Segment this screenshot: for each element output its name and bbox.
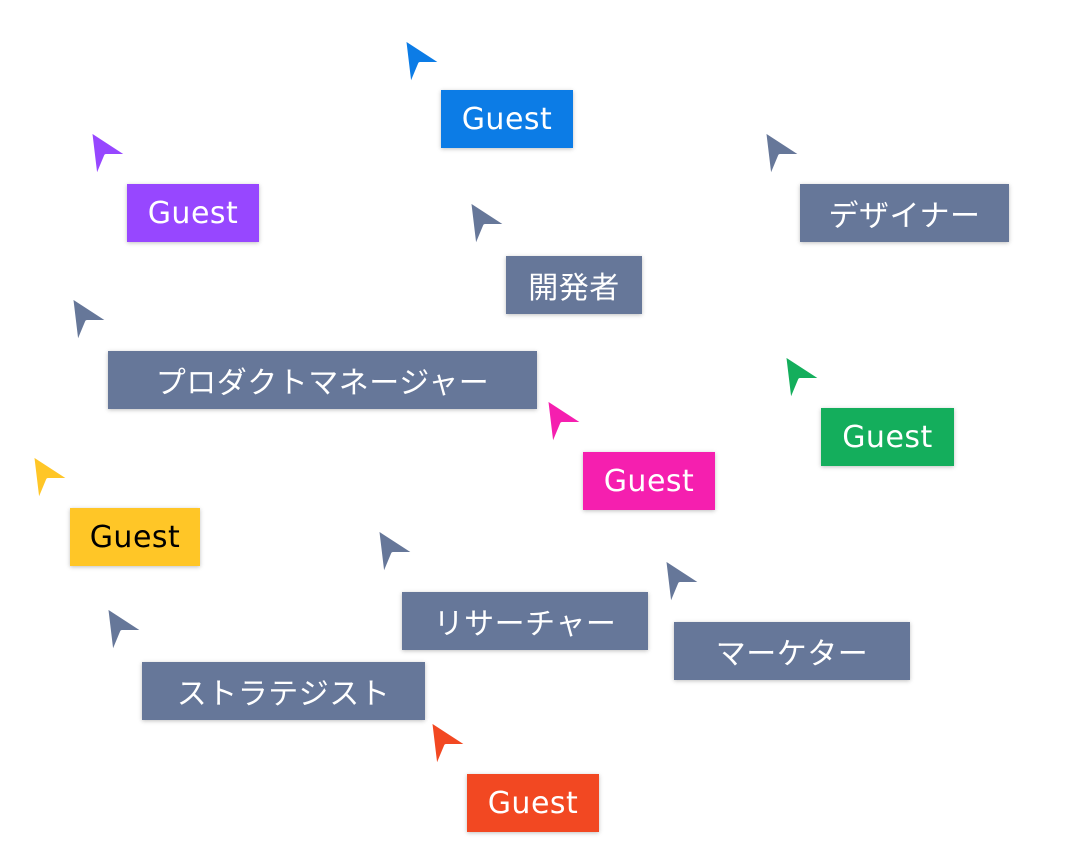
cursor-arrow-icon	[542, 396, 592, 454]
collaborator-name-tag: リサーチャー	[402, 592, 648, 650]
collaborator-name-tag: Guest	[821, 408, 954, 466]
cursor-arrow-icon	[67, 294, 117, 352]
cursor-arrow-icon	[760, 128, 810, 186]
collaborator-name-tag: Guest	[441, 90, 573, 148]
collaborator-name: ストラテジスト	[176, 677, 391, 712]
collaborator-name-tag: デザイナー	[800, 184, 1009, 242]
cursor-arrow-icon	[426, 718, 476, 776]
collaborator-name-tag: Guest	[583, 452, 715, 510]
cursor-arrow-icon	[780, 352, 830, 410]
collaborator-name: リサーチャー	[433, 607, 617, 642]
collaborator-name: マーケター	[715, 637, 869, 672]
collaborator-name: Guest	[147, 195, 239, 231]
collaborator-name: デザイナー	[828, 199, 981, 234]
cursor-arrow-icon	[102, 604, 152, 662]
collaborator-name-tag: 開発者	[506, 256, 642, 314]
collaborator-name-tag: ストラテジスト	[142, 662, 425, 720]
cursor-arrow-icon	[373, 526, 423, 584]
collaborator-name: 開発者	[528, 271, 620, 306]
cursor-arrow-icon	[400, 36, 450, 94]
collaborator-name: プロダクトマネージャー	[155, 366, 490, 401]
cursor-arrow-icon	[660, 556, 710, 614]
collaborator-name-tag: マーケター	[674, 622, 910, 680]
collaborator-name: Guest	[461, 101, 553, 137]
cursor-arrow-icon	[86, 128, 136, 186]
collaborator-name: Guest	[487, 785, 579, 821]
collaborator-name-tag: Guest	[467, 774, 599, 832]
collaborator-name-tag: Guest	[70, 508, 200, 566]
cursor-arrow-icon	[465, 198, 515, 256]
collaborator-name: Guest	[603, 463, 695, 499]
collaborator-name: Guest	[89, 519, 181, 555]
cursor-arrow-icon	[28, 452, 78, 510]
collaborator-name-tag: プロダクトマネージャー	[108, 351, 537, 409]
collaborator-name-tag: Guest	[127, 184, 259, 242]
collaborator-name: Guest	[842, 419, 933, 455]
